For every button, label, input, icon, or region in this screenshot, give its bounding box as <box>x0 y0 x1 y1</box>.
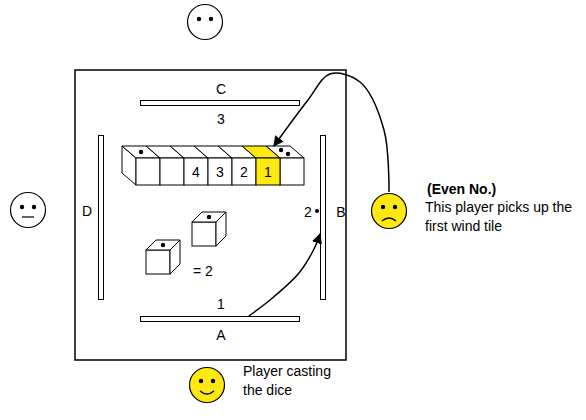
face-shape <box>370 192 408 230</box>
tile-front <box>232 158 256 185</box>
tile-dot <box>139 150 143 154</box>
tile-number: 2 <box>232 163 256 181</box>
face-eye <box>381 205 385 209</box>
die-pip <box>207 215 211 219</box>
tile-dot <box>286 152 290 156</box>
die-side <box>216 212 226 246</box>
die-front <box>192 222 216 246</box>
wall-letter: B <box>332 203 350 221</box>
wall-bar: 2B <box>320 135 326 300</box>
flow-arrow <box>274 73 389 192</box>
die-pip <box>161 243 165 247</box>
tile-top <box>242 146 280 158</box>
flow-arrow <box>249 234 320 316</box>
tile-front <box>136 158 160 185</box>
wall-letter: A <box>141 326 301 344</box>
top-player-face <box>188 5 223 40</box>
tile-front <box>184 158 208 185</box>
face-eye <box>20 205 24 209</box>
player-note: This player picks up the first wind tile <box>425 198 575 236</box>
face-eye <box>209 17 213 21</box>
die <box>192 212 226 246</box>
wall-bar: C3 <box>140 100 300 106</box>
tile-shape <box>242 146 280 185</box>
face-eye <box>393 205 397 209</box>
face-eye <box>211 379 215 383</box>
wall-number: 1 <box>141 295 301 313</box>
table-outline <box>75 70 346 360</box>
face-mouth <box>22 216 34 217</box>
wall-number: 2 <box>302 203 314 221</box>
face-circle <box>11 193 46 228</box>
face-mouth <box>382 218 396 221</box>
tile-row-blank-tiles <box>122 146 304 185</box>
tile-number: 4 <box>184 163 208 181</box>
wall-tile: 1 <box>242 146 280 185</box>
die <box>146 240 180 274</box>
face-eye <box>32 205 36 209</box>
tile-front <box>160 158 184 185</box>
player-face: Player casting the dice <box>188 366 226 404</box>
tile-front <box>208 158 232 185</box>
face-eye <box>197 17 201 21</box>
face-circle <box>190 368 225 403</box>
face-circle <box>188 5 223 40</box>
face-mouth <box>200 391 214 394</box>
wall-bar: 1A <box>140 316 300 322</box>
wall-number: 3 <box>141 110 301 128</box>
die-front <box>146 250 170 274</box>
player-note-heading: (Even No.) <box>427 180 567 198</box>
dice-total: = 2 <box>193 262 233 280</box>
face-shape <box>188 366 226 404</box>
player-note: Player casting the dice <box>243 362 353 400</box>
tile-front <box>280 158 304 185</box>
wall-bar: D <box>98 135 104 300</box>
wall-letter: C <box>141 80 301 98</box>
tile-front <box>256 158 280 185</box>
tile-number: 3 <box>208 163 232 181</box>
tile-number: 1 <box>256 163 280 181</box>
left-player-face <box>11 193 46 228</box>
face-circle <box>372 194 407 229</box>
player-face: (Even No.)This player picks up the first… <box>370 192 408 230</box>
wall-break-dot <box>315 209 319 213</box>
die-side <box>170 240 180 274</box>
tile-dot <box>279 148 283 152</box>
wall-letter: D <box>79 202 95 220</box>
face-eye <box>199 379 203 383</box>
